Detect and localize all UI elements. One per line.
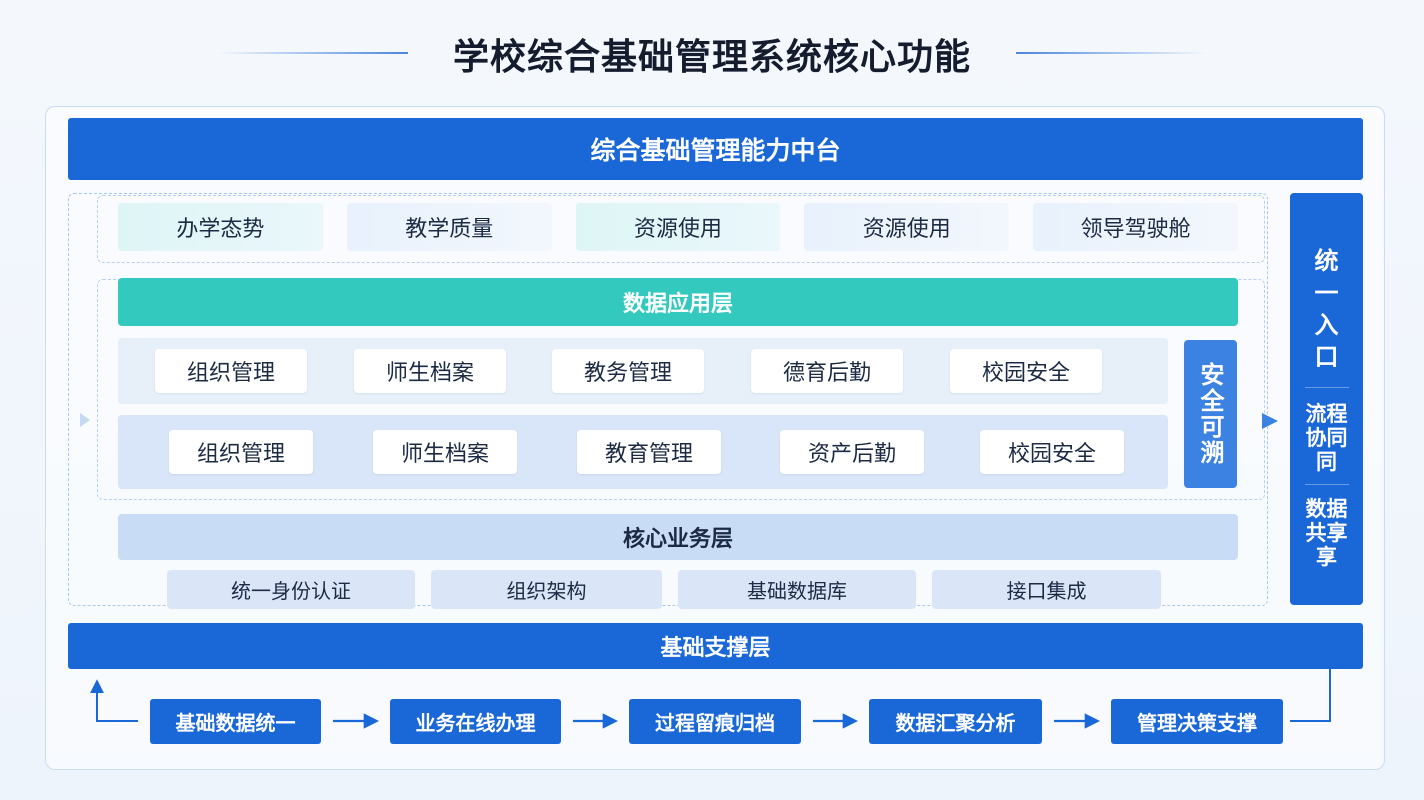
side-text: 协同: [1305, 426, 1348, 450]
process-collab-label: 流程 协同 同: [1297, 388, 1357, 484]
app-module-row-2: 组织管理 师生档案 教育管理 资产后勤 校园安全: [118, 415, 1168, 489]
page-title: 学校综合基础管理系统核心功能: [452, 37, 971, 78]
base-support-layer-bar: 基础支撑层: [68, 623, 1363, 669]
app-module-chip: 资产后勤: [780, 430, 924, 474]
side-text: 统: [1314, 247, 1339, 275]
topics-group-outline: [97, 195, 1265, 263]
topic-item: 办学态势: [118, 203, 323, 251]
topic-item: 领导驾驶舱: [1033, 203, 1238, 251]
side-text: 共享: [1305, 521, 1348, 545]
title-decoration-right: [1016, 52, 1206, 54]
core-module-chip: 基础数据库: [678, 570, 916, 609]
app-module-chip: 校园安全: [980, 430, 1124, 474]
title-decoration-left: [218, 52, 408, 54]
chevron-right-icon: [80, 413, 90, 427]
app-module-chip: 师生档案: [354, 349, 506, 393]
loop-arrow-left-icon: [90, 679, 138, 722]
core-business-layer-bar: 核心业务层: [118, 514, 1238, 560]
side-divider: [1304, 387, 1349, 388]
side-text: 口: [1314, 343, 1339, 371]
side-text: 流程: [1305, 402, 1348, 426]
core-module-chip: 接口集成: [932, 570, 1161, 609]
app-module-chip: 德育后勤: [751, 349, 903, 393]
data-share-label: 数据 共享 享: [1297, 485, 1357, 569]
core-module-chip: 统一身份认证: [167, 570, 415, 609]
side-text: 享: [1316, 545, 1337, 569]
flow-step: 过程留痕归档: [629, 699, 801, 744]
unified-entry-label: 统 一 入 口: [1315, 193, 1339, 373]
app-module-chip: 校园安全: [950, 349, 1102, 393]
loop-arrow-right-icon: [1290, 639, 1337, 722]
data-application-layer-bar: 数据应用层: [118, 278, 1238, 326]
app-module-chip: 组织管理: [155, 349, 307, 393]
topic-item: 教学质量: [346, 203, 552, 251]
flow-step: 管理决策支撑: [1111, 699, 1283, 744]
side-text: 入: [1314, 311, 1339, 339]
topics-row: 办学态势 教学质量 资源使用 资源使用 领导驾驶舱: [118, 203, 1238, 251]
app-module-chip: 教育管理: [577, 430, 721, 474]
core-module-chip: 组织架构: [431, 570, 662, 609]
side-text: 同: [1316, 450, 1337, 474]
app-module-chip: 教务管理: [552, 349, 704, 393]
topic-item: 资源使用: [804, 203, 1010, 251]
flow-step: 业务在线办理: [390, 699, 561, 744]
side-text: 数据: [1305, 497, 1348, 521]
app-module-chip: 师生档案: [373, 430, 517, 474]
security-traceable-box: 安全可溯: [1184, 340, 1237, 488]
title-row: 学校综合基础管理系统核心功能: [0, 28, 1424, 78]
flow-step: 数据汇聚分析: [869, 699, 1042, 744]
app-module-chip: 组织管理: [169, 430, 313, 474]
chevron-right-icon: [1262, 413, 1278, 429]
side-text: 一: [1314, 279, 1339, 307]
layers-group-outline: [68, 193, 1268, 606]
flow-step: 基础数据统一: [150, 699, 321, 744]
platform-bar: 综合基础管理能力中台: [68, 118, 1363, 180]
app-module-row-1: 组织管理 师生档案 教务管理 德育后勤 校园安全: [118, 338, 1168, 404]
topic-item: 资源使用: [575, 203, 781, 251]
side-divider: [1304, 484, 1349, 485]
side-panel: 统 一 入 口 流程 协同 同 数据 共享 享: [1290, 193, 1363, 605]
